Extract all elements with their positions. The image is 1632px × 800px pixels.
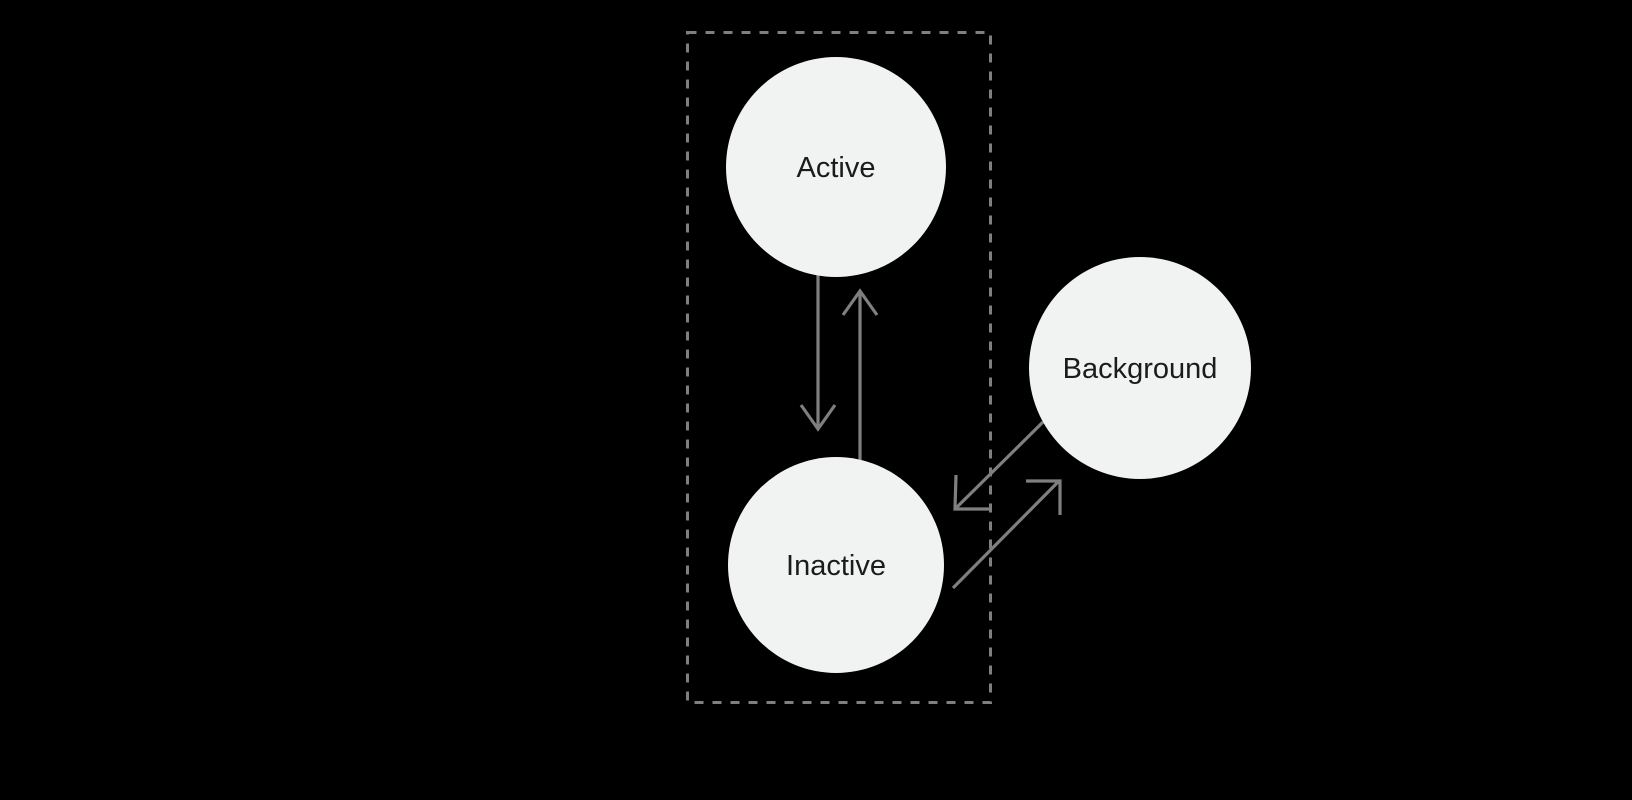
- node-active[interactable]: Active: [726, 57, 946, 277]
- node-active-circle[interactable]: [726, 57, 946, 277]
- edge-inactive-to-background-arrowhead-icon: [1026, 479, 1062, 515]
- edge-active-to-inactive-arrowhead-icon: [799, 404, 837, 432]
- edge-background-to-inactive-arrowhead-icon: [953, 474, 989, 511]
- edge-active-to-inactive: [799, 274, 837, 432]
- node-active-label: Active: [797, 152, 876, 184]
- node-background-circle[interactable]: [1029, 257, 1251, 479]
- node-inactive[interactable]: Inactive: [728, 457, 944, 673]
- edge-inactive-to-active-arrowhead-icon: [841, 288, 879, 316]
- edge-background-to-inactive: [953, 420, 1045, 511]
- node-background-label: Background: [1063, 353, 1218, 385]
- edge-background-to-inactive-line: [954, 420, 1045, 510]
- edge-inactive-to-active: [841, 288, 879, 462]
- edge-inactive-to-background: [951, 479, 1062, 590]
- group-boundary-dashed-rect: [686, 31, 992, 704]
- node-background[interactable]: Background: [1029, 257, 1251, 479]
- edge-inactive-to-background-line: [951, 479, 1061, 590]
- node-inactive-label: Inactive: [786, 550, 886, 582]
- node-inactive-circle[interactable]: [728, 457, 944, 673]
